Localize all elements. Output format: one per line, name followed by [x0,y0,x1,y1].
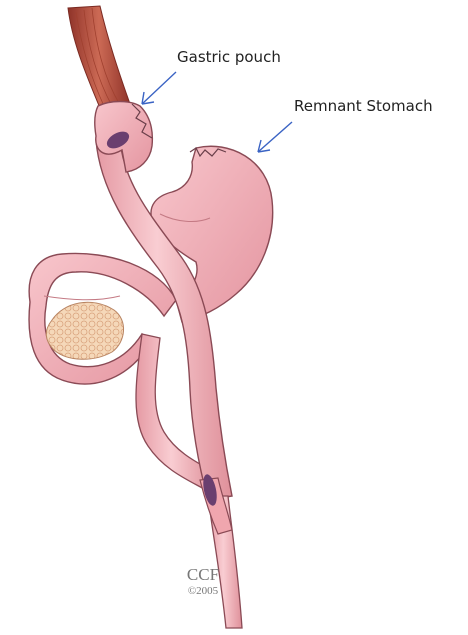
remnant-stomach-label: Remnant Stomach [294,97,433,115]
pancreas [46,302,123,359]
credit-year: ©2005 [175,586,231,597]
gastric-pouch-label: Gastric pouch [177,48,281,66]
gastric-pouch-arrow-icon [142,72,176,104]
duodenum-fold [44,296,120,300]
credit-organization: CCF [175,566,231,583]
remnant-stomach-arrow-icon [258,122,292,152]
